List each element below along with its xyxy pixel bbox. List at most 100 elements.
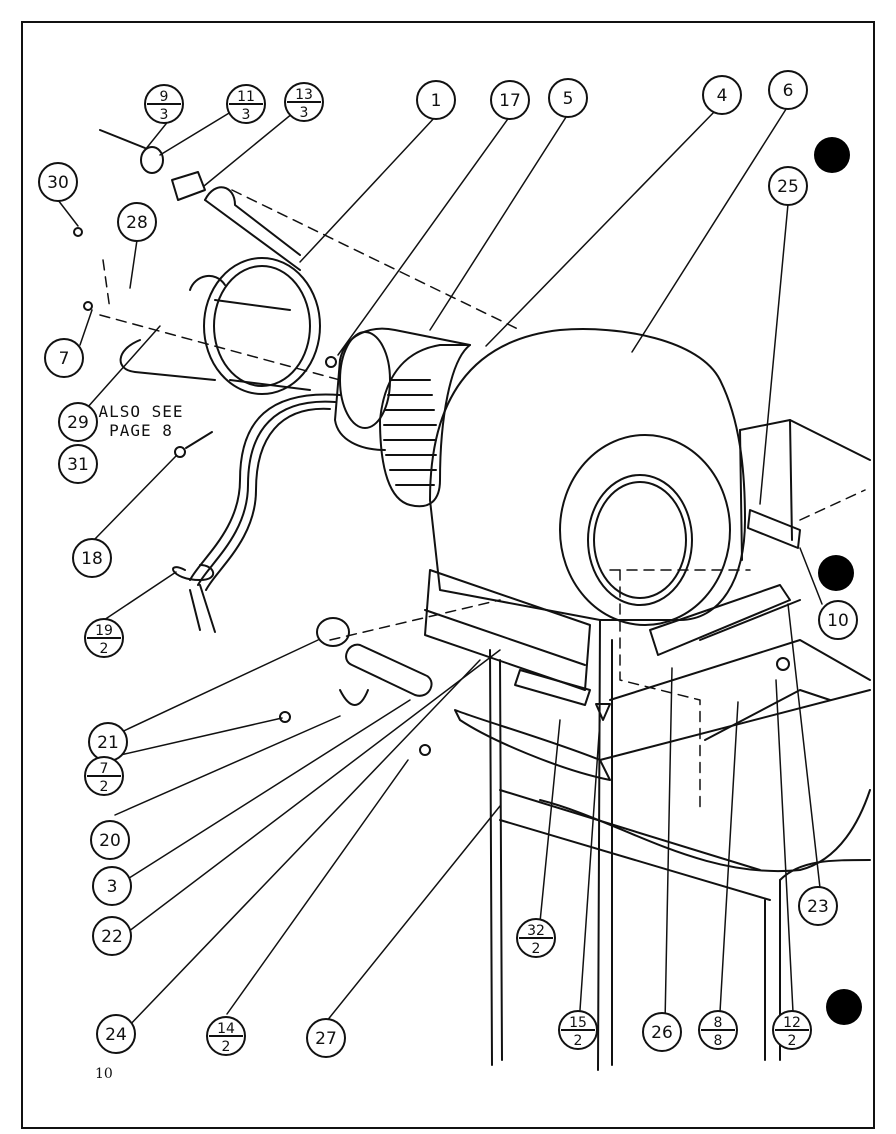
capacitor (316, 617, 433, 706)
motor-mount (119, 186, 321, 395)
callout-circle (416, 80, 456, 120)
callout-10: 10 (818, 600, 858, 640)
fraction-callout-9-3: 93 (144, 84, 184, 124)
fraction-page-number: 2 (532, 941, 541, 957)
callout-circle (44, 338, 84, 378)
leader-lines (57, 103, 823, 1031)
blower-housing (429, 328, 746, 626)
callout-25: 25 (768, 166, 808, 206)
callout-circle (58, 444, 98, 484)
callout-17: 17 (490, 80, 530, 120)
callout-27: 27 (306, 1018, 346, 1058)
page-border (21, 21, 875, 1129)
callout-29: 29 (58, 402, 98, 442)
fraction-callout-8-8: 88 (698, 1010, 738, 1050)
fraction-page-number: 2 (100, 641, 109, 657)
fraction-part-number: 15 (569, 1015, 587, 1031)
fraction-part-number: 14 (217, 1021, 235, 1037)
callout-number: 28 (126, 213, 148, 233)
callout-18: 18 (72, 538, 112, 578)
fraction-page-number: 2 (222, 1039, 231, 1055)
callout-31: 31 (58, 444, 98, 484)
callout-number: 27 (315, 1029, 337, 1049)
hardware (73, 129, 790, 756)
blower-wheel (379, 344, 471, 508)
callout-number: 4 (717, 86, 728, 106)
fraction-page-number: 3 (242, 107, 251, 123)
fraction-part-number: 12 (783, 1015, 801, 1031)
fraction-callout-15-2: 152 (558, 1010, 598, 1050)
fraction-part-number: 8 (714, 1015, 723, 1031)
callout-26: 26 (642, 1012, 682, 1052)
fraction-callout-11-3: 113 (226, 84, 266, 124)
callout-circle (90, 820, 130, 860)
callout-number: 5 (563, 89, 574, 109)
brackets (424, 509, 801, 781)
see-also-page: PAGE 8 (109, 421, 173, 440)
fraction-part-number: 19 (95, 623, 113, 639)
callout-4: 4 (702, 75, 742, 115)
callout-circle (306, 1018, 346, 1058)
cabinet-frame (489, 419, 871, 1071)
callout-circle (96, 1014, 136, 1054)
callout-1: 1 (416, 80, 456, 120)
callout-circle (702, 75, 742, 115)
callout-number: 23 (807, 897, 829, 917)
callout-circle (92, 916, 132, 956)
callout-circle (72, 538, 112, 578)
callout-circle (92, 866, 132, 906)
callout-21: 21 (88, 722, 128, 762)
callout-30: 30 (38, 162, 78, 202)
callout-number: 6 (783, 81, 794, 101)
assembly-dashed-lines (99, 189, 866, 811)
callout-circle (490, 80, 530, 120)
fraction-part-number: 13 (295, 87, 313, 103)
fraction-callout-12-2: 122 (772, 1010, 812, 1050)
callout-24: 24 (96, 1014, 136, 1054)
fraction-part-number: 32 (527, 923, 545, 939)
callout-circle (117, 202, 157, 242)
registration-mark (826, 989, 862, 1025)
callout-number: 25 (777, 177, 799, 197)
callout-circle (768, 166, 808, 206)
fraction-part-number: 11 (237, 89, 255, 105)
page-number: 10 (95, 1066, 113, 1082)
callout-6: 6 (768, 70, 808, 110)
callout-number: 26 (651, 1023, 673, 1043)
fraction-page-number: 2 (100, 779, 109, 795)
fraction-page-number: 3 (300, 105, 309, 121)
fraction-callout-13-3: 133 (284, 82, 324, 122)
fraction-callout-32-2: 322 (516, 918, 556, 958)
callout-22: 22 (92, 916, 132, 956)
registration-mark (814, 137, 850, 173)
callout-number: 29 (67, 413, 89, 433)
callout-5: 5 (548, 78, 588, 118)
fraction-page-number: 8 (714, 1033, 723, 1049)
callout-7: 7 (44, 338, 84, 378)
callout-number: 18 (81, 549, 103, 569)
callout-circle (642, 1012, 682, 1052)
fraction-callout-14-2: 142 (206, 1016, 246, 1056)
fraction-callout-19-2: 192 (84, 618, 124, 658)
fraction-page-number: 2 (574, 1033, 583, 1049)
registration-mark (818, 555, 854, 591)
callout-number: 31 (67, 455, 89, 475)
see-also-note: ALSO SEE PAGE 8 (66, 402, 216, 440)
callout-3: 3 (92, 866, 132, 906)
fraction-page-number: 3 (160, 107, 169, 123)
callout-number: 3 (107, 877, 118, 897)
callout-23: 23 (798, 886, 838, 926)
callout-number: 10 (827, 611, 849, 631)
callout-circle (548, 78, 588, 118)
callout-circle (798, 886, 838, 926)
callout-number: 30 (47, 173, 69, 193)
callout-circle (768, 70, 808, 110)
callout-circle (38, 162, 78, 202)
callout-number: 24 (105, 1025, 127, 1045)
callout-number: 20 (99, 831, 121, 851)
wire-harness (172, 393, 341, 633)
